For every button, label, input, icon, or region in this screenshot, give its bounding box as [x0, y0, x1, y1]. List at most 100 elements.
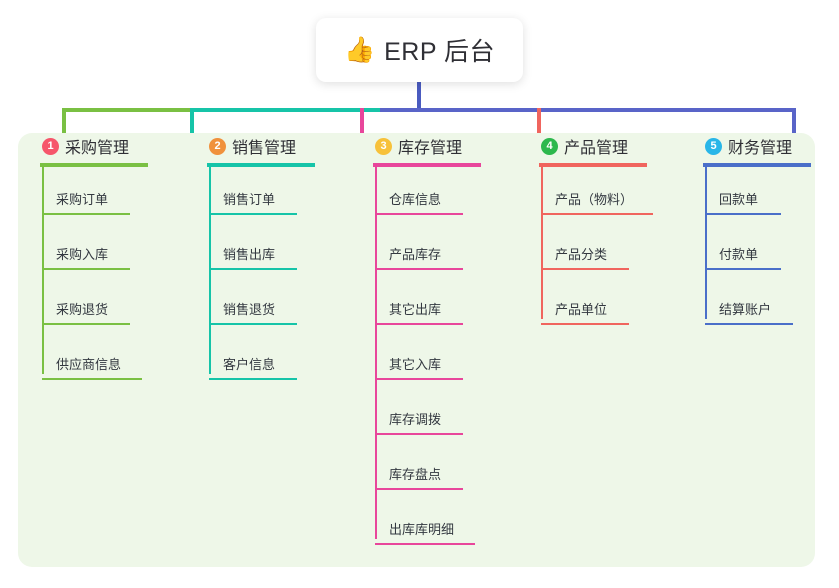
module-item-rule	[42, 378, 142, 380]
module-item-rule	[209, 378, 297, 380]
module-item[interactable]: 付款单	[705, 244, 781, 270]
column-header-rule	[207, 163, 315, 167]
column-index-badge: 2	[209, 137, 226, 155]
module-item[interactable]: 回款单	[705, 189, 781, 215]
module-item[interactable]: 库存调拨	[375, 409, 463, 435]
module-item-rule	[705, 323, 793, 325]
module-item-label: 出库库明细	[389, 522, 455, 537]
module-item[interactable]: 产品单位	[541, 299, 629, 325]
module-item-rule	[375, 378, 463, 380]
module-item[interactable]: 供应商信息	[42, 354, 142, 380]
module-item-label: 采购订单	[56, 192, 109, 207]
column-index-badge: 1	[42, 137, 59, 155]
column-header[interactable]: 5 财务管理	[703, 133, 811, 159]
module-item[interactable]: 库存盘点	[375, 464, 463, 490]
module-item-label: 其它出库	[389, 302, 442, 317]
module-item[interactable]: 采购订单	[42, 189, 130, 215]
module-item[interactable]: 客户信息	[209, 354, 297, 380]
column-index-badge: 5	[705, 137, 722, 155]
drop-connector-3	[360, 108, 364, 135]
column-header-rule	[539, 163, 647, 167]
root-node-card[interactable]: 👍 ERP 后台	[316, 18, 523, 82]
column-header-rule	[373, 163, 481, 167]
module-item-rule	[42, 213, 130, 215]
column-title: 库存管理	[398, 140, 463, 157]
module-item-rule	[541, 268, 629, 270]
module-item-rule	[541, 323, 629, 325]
column-title: 采购管理	[65, 140, 130, 157]
column-spine	[42, 167, 44, 374]
module-column-库存管理: 3 库存管理仓库信息产品库存其它出库其它入库库存调拨库存盘点出库库明细	[373, 133, 481, 545]
module-item-rule	[705, 213, 781, 215]
column-title: 销售管理	[232, 140, 297, 157]
column-header[interactable]: 1 采购管理	[40, 133, 148, 159]
module-item-label: 供应商信息	[56, 357, 122, 372]
module-column-财务管理: 5 财务管理回款单付款单结算账户	[703, 133, 811, 325]
column-header[interactable]: 2 销售管理	[207, 133, 315, 159]
module-item[interactable]: 产品分类	[541, 244, 629, 270]
thumbs-up-icon: 👍	[343, 35, 376, 64]
column-index-badge: 4	[541, 137, 558, 155]
module-item-rule	[375, 433, 463, 435]
column-header[interactable]: 3 库存管理	[373, 133, 481, 159]
module-item-label: 库存盘点	[389, 467, 442, 482]
module-item-label: 其它入库	[389, 357, 442, 372]
drop-connector-2	[190, 108, 194, 135]
module-item-label: 产品库存	[389, 247, 442, 262]
column-spine	[375, 167, 377, 539]
modules-panel: 1 采购管理采购订单采购入库采购退货供应商信息 2 销售管理销售订单销售出库销售退货客…	[18, 133, 815, 567]
column-header[interactable]: 4 产品管理	[539, 133, 647, 159]
module-item-rule	[209, 213, 297, 215]
column-title: 产品管理	[564, 140, 629, 157]
root-node-title: ERP 后台	[384, 38, 496, 66]
column-index-badge: 3	[375, 137, 392, 155]
module-item[interactable]: 仓库信息	[375, 189, 463, 215]
module-item[interactable]: 销售出库	[209, 244, 297, 270]
module-item-rule	[42, 268, 130, 270]
module-item-label: 库存调拨	[389, 412, 442, 427]
module-item-label: 采购入库	[56, 247, 109, 262]
module-item[interactable]: 出库库明细	[375, 519, 475, 545]
module-item[interactable]: 结算账户	[705, 299, 793, 325]
module-item-rule	[375, 213, 463, 215]
module-item-rule	[209, 268, 297, 270]
bus-segment-1	[62, 108, 193, 112]
module-item-label: 销售退货	[223, 302, 276, 317]
module-item[interactable]: 采购入库	[42, 244, 130, 270]
trunk-connector	[417, 82, 421, 110]
module-item-rule	[375, 268, 463, 270]
module-item-label: 销售出库	[223, 247, 276, 262]
module-item-label: 仓库信息	[389, 192, 442, 207]
module-item-label: 产品（物料）	[555, 192, 634, 207]
module-column-产品管理: 4 产品管理产品（物料） 产品分类产品单位	[539, 133, 653, 325]
module-column-销售管理: 2 销售管理销售订单销售出库销售退货客户信息	[207, 133, 315, 380]
column-title: 财务管理	[728, 140, 793, 157]
module-item-rule	[375, 543, 475, 545]
column-spine	[705, 167, 707, 319]
module-item[interactable]: 产品（物料）	[541, 189, 653, 215]
module-item[interactable]: 采购退货	[42, 299, 130, 325]
drop-connector-5	[792, 108, 796, 135]
column-spine	[541, 167, 543, 319]
module-item[interactable]: 产品库存	[375, 244, 463, 270]
module-item-label: 产品分类	[555, 247, 608, 262]
module-item-label: 客户信息	[223, 357, 276, 372]
module-item[interactable]: 其它入库	[375, 354, 463, 380]
module-item-rule	[541, 213, 653, 215]
column-header-rule	[40, 163, 148, 167]
module-item[interactable]: 销售退货	[209, 299, 297, 325]
module-item-label: 结算账户	[719, 302, 772, 317]
module-item-label: 销售订单	[223, 192, 276, 207]
module-item[interactable]: 其它出库	[375, 299, 463, 325]
module-item-rule	[375, 488, 463, 490]
module-item-rule	[209, 323, 297, 325]
module-item[interactable]: 销售订单	[209, 189, 297, 215]
module-column-采购管理: 1 采购管理采购订单采购入库采购退货供应商信息	[40, 133, 148, 380]
module-item-label: 采购退货	[56, 302, 109, 317]
module-item-rule	[375, 323, 463, 325]
column-spine	[209, 167, 211, 374]
drop-connector-1	[62, 108, 66, 135]
module-item-rule	[705, 268, 781, 270]
module-item-label: 回款单	[719, 192, 759, 207]
module-item-rule	[42, 323, 130, 325]
